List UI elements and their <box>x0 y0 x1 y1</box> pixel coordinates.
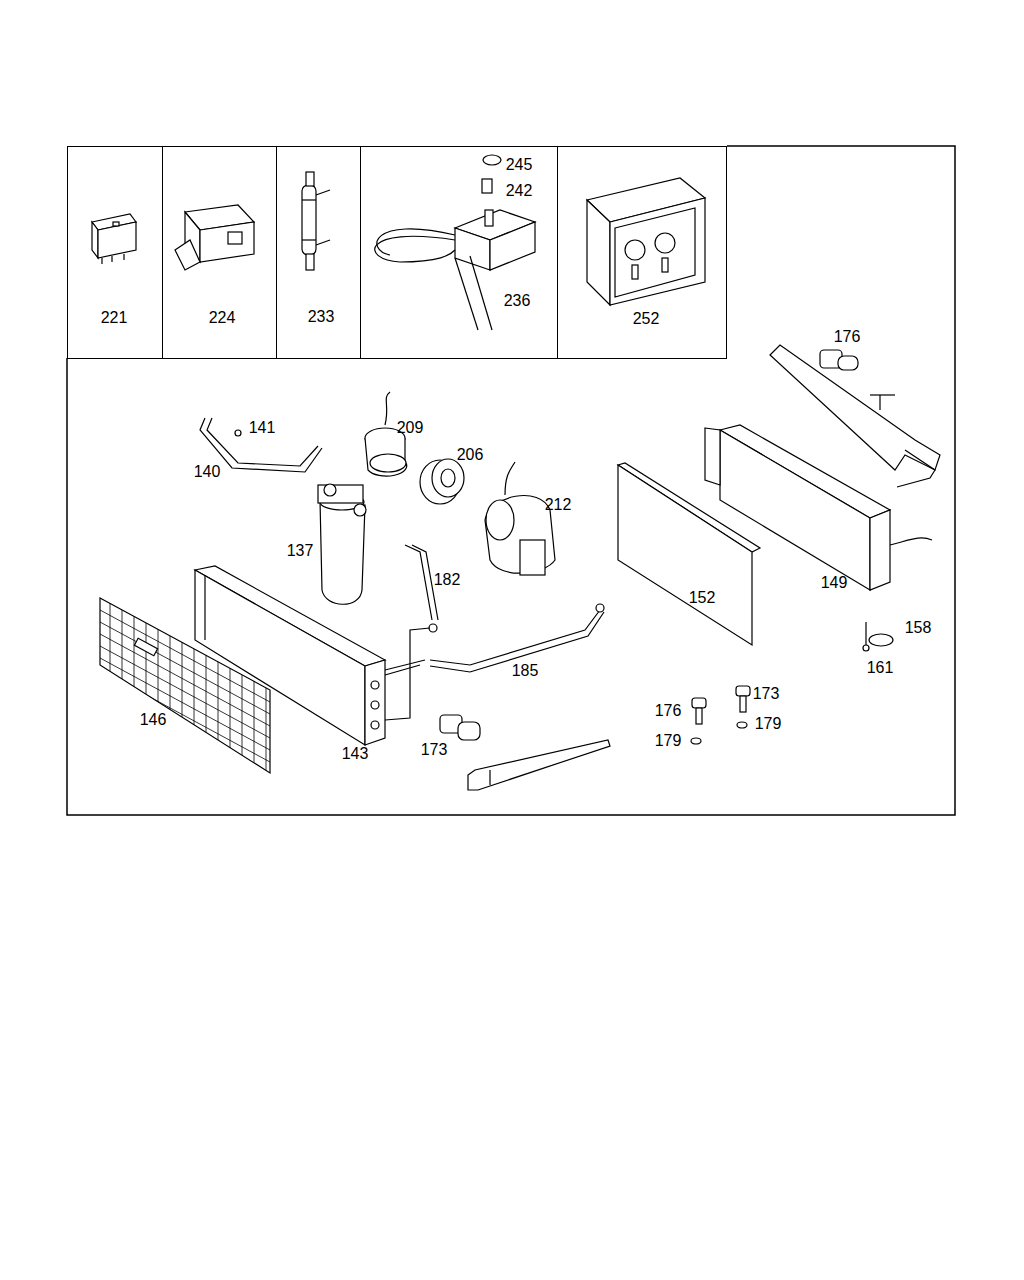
callout-number: 140 <box>194 464 221 480</box>
callout-number: 221 <box>101 310 128 326</box>
callout-number: 152 <box>689 590 716 606</box>
callout-number: 141 <box>249 420 276 436</box>
callout-number: 143 <box>342 746 369 762</box>
callout-number: 224 <box>209 310 236 326</box>
part-cell: 233 <box>276 146 361 359</box>
callout-number: 206 <box>457 447 484 463</box>
callout-number: 245 <box>506 157 533 173</box>
callout-number: 242 <box>506 183 533 199</box>
callout-number: 173 <box>421 742 448 758</box>
callout-number: 212 <box>545 497 572 513</box>
callout-number: 185 <box>512 663 539 679</box>
callout-number: 182 <box>434 572 461 588</box>
callout-number: 252 <box>633 311 660 327</box>
callout-number: 176 <box>834 329 861 345</box>
callout-number: 236 <box>504 293 531 309</box>
callout-number: 179 <box>755 716 782 732</box>
callout-number: 158 <box>905 620 932 636</box>
part-cell: 221 <box>67 146 163 359</box>
callout-number: 179 <box>655 733 682 749</box>
part-cell: 224 <box>162 146 277 359</box>
callout-number: 137 <box>287 543 314 559</box>
part-cell: 245 242 236 <box>360 146 558 359</box>
callout-number: 161 <box>867 660 894 676</box>
callout-number: 149 <box>821 575 848 591</box>
callout-number: 209 <box>397 420 424 436</box>
callout-number: 173 <box>753 686 780 702</box>
callout-number: 146 <box>140 712 167 728</box>
callout-number: 233 <box>308 309 335 325</box>
callout-number: 176 <box>655 703 682 719</box>
part-cell: 252 <box>557 146 727 359</box>
